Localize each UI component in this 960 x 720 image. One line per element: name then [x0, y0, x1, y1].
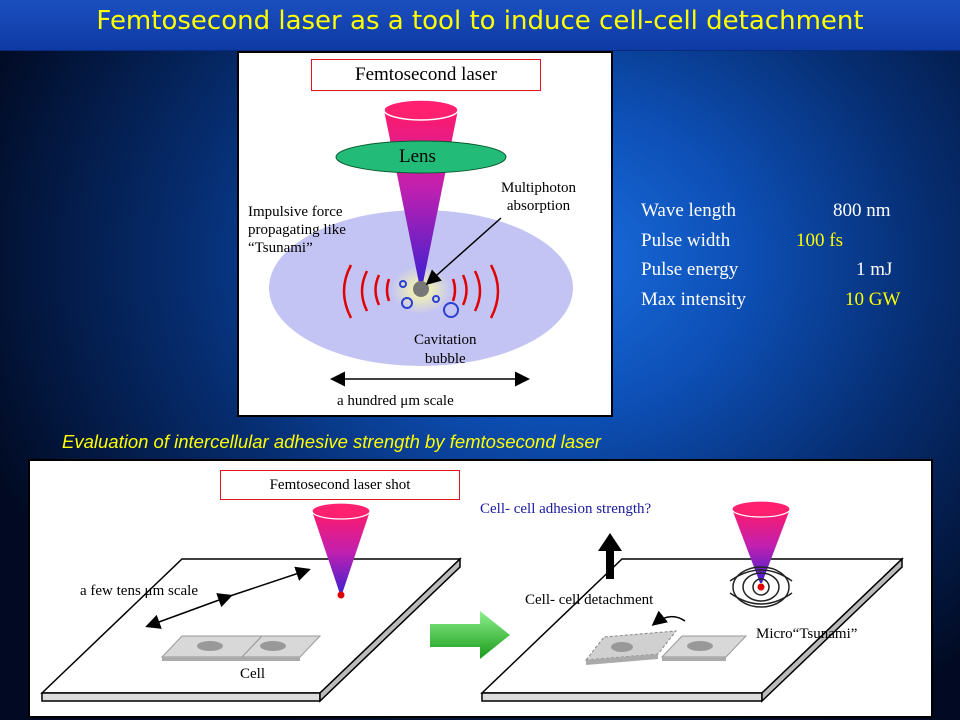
scale-arrow-bottom	[229, 566, 311, 597]
laser-spot	[337, 591, 345, 599]
laser-shot-label: Femtosecond laser shot	[220, 470, 460, 500]
bubble	[399, 280, 407, 288]
adhesion-question-label: Cell- cell adhesion strength?	[480, 501, 652, 517]
impulsive-force-label: Impulsive force propagating like “Tsunam…	[248, 204, 346, 256]
shock-waves	[342, 264, 500, 319]
title-bar: Femtosecond laser as a tool to induce ce…	[0, 0, 960, 51]
laser-beam-right	[732, 509, 790, 583]
scale-label-bottom: a few tens μm scale	[80, 583, 198, 599]
laser-diagram-graphic	[269, 99, 573, 387]
micro-tsunami-label: Micro“Tsunami”	[756, 626, 858, 642]
lens-shape	[335, 140, 507, 174]
focal-point	[413, 281, 429, 297]
lens-label: Lens	[399, 146, 436, 167]
laser-beam-left	[312, 511, 370, 594]
bubble	[443, 302, 459, 318]
beam-top	[383, 99, 459, 121]
cavitation-label: Cavitation bubble	[414, 332, 477, 367]
cells-right	[584, 630, 748, 665]
left-plate	[40, 557, 462, 703]
detachment-diagram: Femtosecond laser shot a few tens μm sca…	[28, 459, 933, 718]
section-heading: Evaluation of intercellular adhesive str…	[62, 431, 601, 452]
detachment-diagram-graphic	[40, 500, 904, 703]
multiphoton-label: Multiphoton absorption	[501, 180, 577, 214]
detachment-label: Cell- cell detachment	[525, 592, 654, 608]
bubble	[432, 295, 440, 303]
laser-diagram: Femtosecond laser Lens Multiphoton absor…	[237, 51, 613, 417]
transition-arrow	[430, 611, 510, 659]
page-title: Femtosecond laser as a tool to induce ce…	[96, 6, 864, 36]
micro-tsunami	[729, 566, 793, 608]
cells-left	[160, 635, 322, 661]
adhesion-up-arrow	[598, 533, 622, 579]
cell-label: Cell	[240, 666, 265, 682]
scale-label: a hundred μm scale	[337, 393, 454, 409]
bubble	[401, 297, 413, 309]
multiphoton-arrow	[425, 217, 502, 285]
laser-label: Femtosecond laser	[311, 59, 541, 91]
detach-curve-arrow	[651, 610, 686, 626]
scale-arrow-bottom	[145, 593, 233, 629]
